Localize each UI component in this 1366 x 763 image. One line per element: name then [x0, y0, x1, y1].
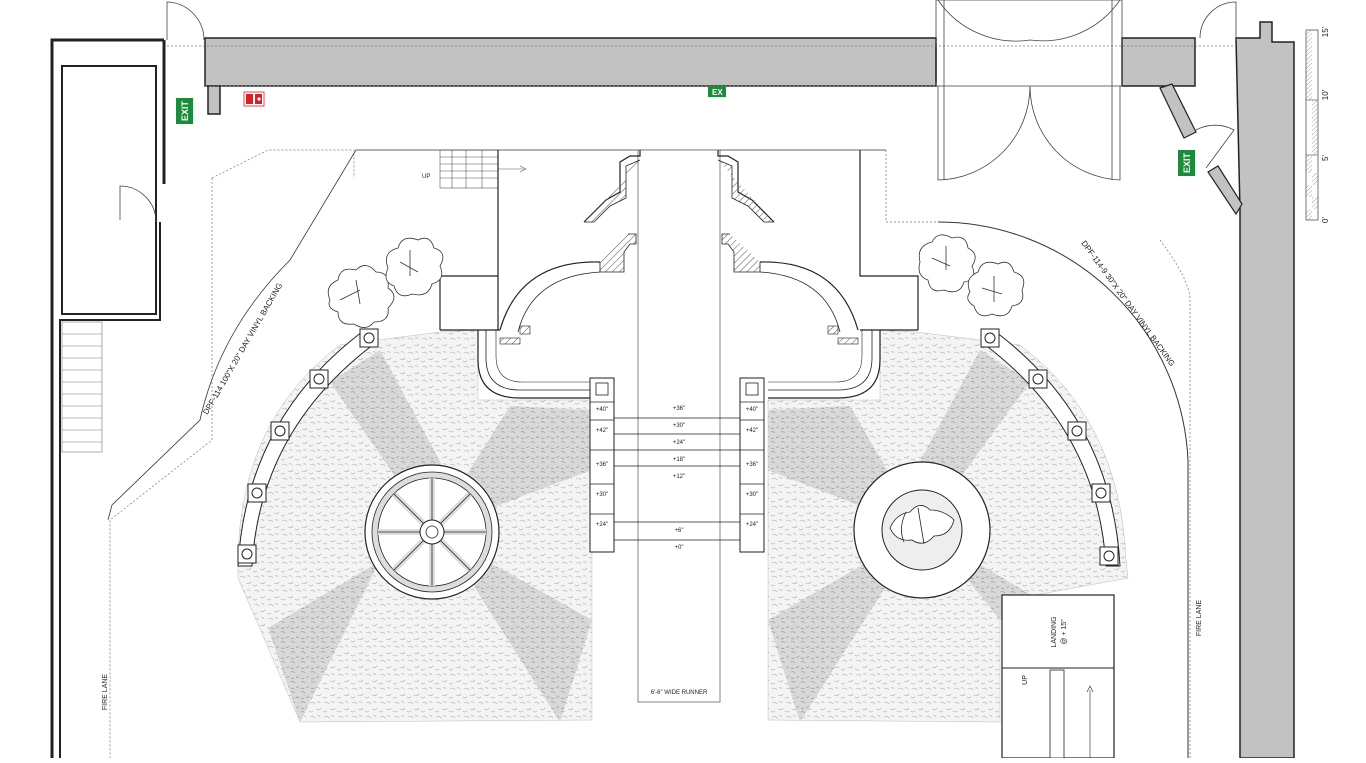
tree-right	[918, 234, 1025, 317]
scale-bar	[1305, 29, 1319, 221]
svg-text:EX: EX	[712, 88, 723, 97]
tree-left	[327, 237, 444, 328]
landing	[1001, 594, 1115, 759]
central-structure	[439, 150, 919, 399]
outlines	[109, 45, 1236, 758]
landing-elevation: @ + 15"	[1061, 619, 1068, 645]
center-step-label: +36"	[673, 406, 685, 412]
center-step-label: +12"	[673, 474, 685, 480]
center-step-label: +18"	[673, 457, 685, 463]
left-curved-wall	[237, 328, 379, 567]
right-step-label: +40"	[746, 407, 758, 413]
fire-extinguisher-icon	[243, 91, 265, 107]
scale-tick-label: 15'	[1321, 26, 1330, 37]
left-step-label: +36"	[596, 462, 608, 468]
center-step-label: +6"	[675, 528, 684, 534]
svg-text:EXIT: EXIT	[1182, 153, 1192, 174]
banner-right-label: DPF-114-9 30"X 20" DAY VINYL BACKING	[1079, 239, 1176, 368]
left-step-label: +40"	[596, 407, 608, 413]
left-fountain	[364, 464, 500, 600]
exit-sign-left: EXIT	[176, 98, 193, 124]
ramp-up-label: UP	[1022, 675, 1029, 685]
right-step-label: +24"	[746, 522, 758, 528]
landing-label: LANDING	[1051, 616, 1058, 647]
left-step-labels: +40" +42" +36" +30" +24"	[596, 407, 608, 528]
step-stacks	[589, 377, 765, 553]
building-walls	[50, 21, 1295, 759]
runner	[637, 149, 721, 703]
left-step-label: +24"	[596, 522, 608, 528]
right-fountain	[853, 461, 991, 599]
right-step-labels: +40" +42" +36" +30" +24"	[746, 407, 758, 528]
scale-tick-label: 5'	[1321, 155, 1330, 161]
exit-sign-top: EX	[708, 86, 726, 97]
scale-tick-label: 10'	[1321, 89, 1330, 100]
banner-left-label: DPF-114 100"X 20" DAY VINYL BACKING	[201, 281, 284, 416]
right-step-label: +30"	[746, 492, 758, 498]
center-step-label: +24"	[673, 440, 685, 446]
center-step-label: +0"	[675, 545, 684, 551]
small-stair-up-label: UP	[422, 174, 430, 180]
right-step-label: +42"	[746, 428, 758, 434]
right-curved-wall	[980, 328, 1121, 567]
left-stair-strip	[61, 321, 103, 453]
runner-label: 6'-6" WIDE RUNNER	[651, 690, 708, 696]
exit-sign-right: EXIT	[1178, 150, 1195, 176]
center-step-label: +30"	[673, 423, 685, 429]
small-stair	[439, 149, 527, 189]
scale-tick-label: 0'	[1321, 217, 1330, 223]
right-step-label: +36"	[746, 462, 758, 468]
fire-lane-left-label: FIRE LANE	[102, 674, 109, 711]
boundary-curve	[937, 221, 1189, 758]
svg-text:EXIT: EXIT	[180, 101, 190, 122]
center-step-labels: +36" +30" +24" +18" +12" +6" +0"	[673, 406, 685, 551]
boundary-line	[107, 149, 886, 521]
left-step-label: +30"	[596, 492, 608, 498]
left-step-label: +42"	[596, 428, 608, 434]
fire-lane-right-label: FIRE LANE	[1196, 600, 1203, 637]
